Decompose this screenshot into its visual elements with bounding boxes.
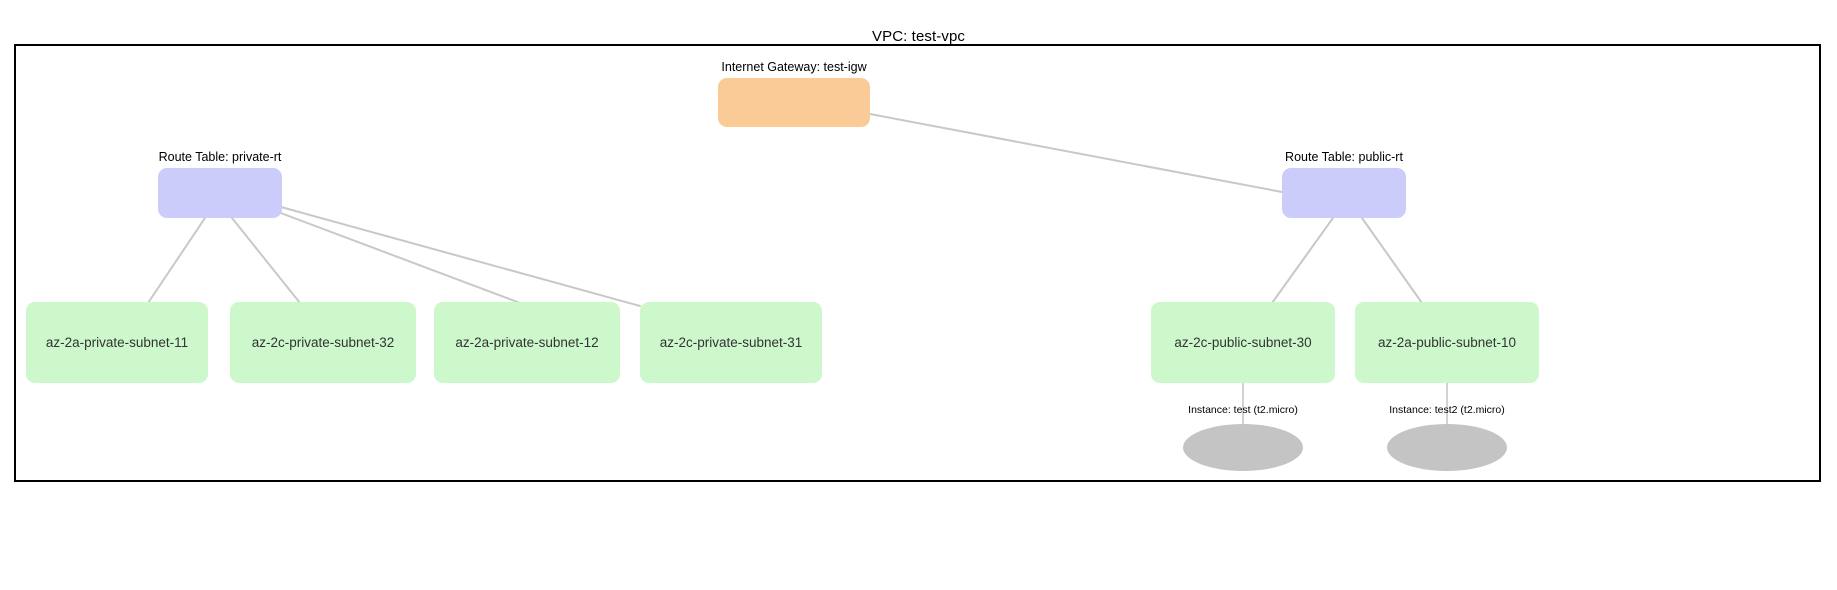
subnet-label: az-2a-public-subnet-10 — [1377, 335, 1517, 350]
instance-test2-node[interactable]: Instance: test2 (t2.micro) — [1387, 404, 1507, 471]
instance-test2-shape — [1387, 424, 1507, 471]
route-table-private-rt-shape — [158, 168, 282, 218]
subnet-az-2a-public-subnet-10[interactable]: az-2a-public-subnet-10 — [1355, 302, 1539, 383]
subnet-label: az-2c-private-subnet-31 — [659, 335, 803, 350]
internet-gateway-node[interactable]: Internet Gateway: test-igw — [718, 60, 870, 127]
subnet-az-2c-public-subnet-30[interactable]: az-2c-public-subnet-30 — [1151, 302, 1335, 383]
internet-gateway-shape — [718, 78, 870, 127]
instance-test-shape — [1183, 424, 1303, 471]
route-table-private-rt-node[interactable]: Route Table: private-rt — [158, 150, 282, 218]
subnet-az-2c-private-subnet-31[interactable]: az-2c-private-subnet-31 — [640, 302, 822, 383]
subnet-label: az-2c-private-subnet-32 — [251, 335, 395, 350]
subnet-az-2a-private-subnet-12[interactable]: az-2a-private-subnet-12 — [434, 302, 620, 383]
route-table-public-rt-label: Route Table: public-rt — [1285, 150, 1403, 164]
instance-test2-label: Instance: test2 (t2.micro) — [1389, 404, 1505, 416]
internet-gateway-label: Internet Gateway: test-igw — [721, 60, 867, 74]
instance-test-node[interactable]: Instance: test (t2.micro) — [1183, 404, 1303, 471]
route-table-public-rt-shape — [1282, 168, 1406, 218]
route-table-public-rt-node[interactable]: Route Table: public-rt — [1282, 150, 1406, 218]
subnet-az-2c-private-subnet-32[interactable]: az-2c-private-subnet-32 — [230, 302, 416, 383]
subnet-label: az-2a-private-subnet-11 — [45, 335, 189, 350]
subnet-label: az-2c-public-subnet-30 — [1174, 335, 1312, 350]
route-table-private-rt-label: Route Table: private-rt — [158, 150, 282, 164]
vpc-title: VPC: test-vpc — [872, 28, 965, 45]
subnet-label: az-2a-private-subnet-12 — [455, 335, 599, 350]
vpc-boundary — [14, 44, 1821, 482]
subnet-az-2a-private-subnet-11[interactable]: az-2a-private-subnet-11 — [26, 302, 208, 383]
instance-test-label: Instance: test (t2.micro) — [1188, 404, 1298, 416]
